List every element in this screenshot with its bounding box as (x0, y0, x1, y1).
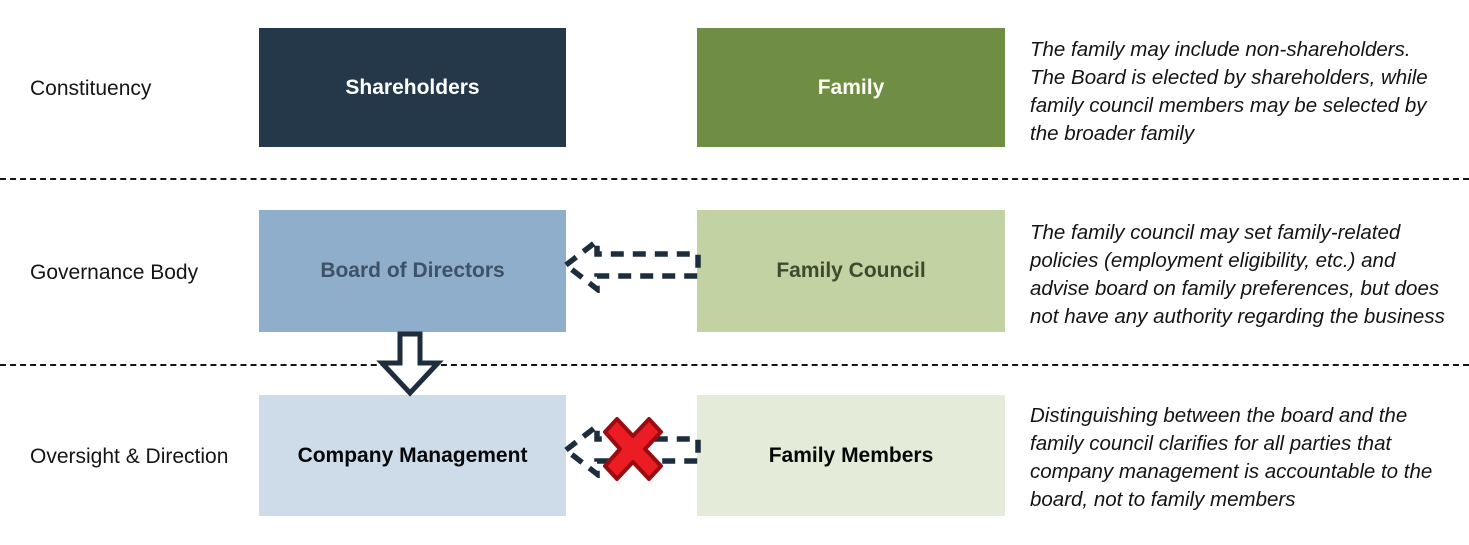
annotation-line: The family council may set family-relate… (1030, 221, 1401, 244)
section-divider-top (0, 178, 1469, 180)
row-label-governance-body: Governance Body (30, 261, 199, 284)
annotation-line: family council clarifies for all parties… (1030, 432, 1392, 455)
red-x-icon (603, 417, 663, 481)
annotation-line: Distinguishing between the board and the (1030, 404, 1408, 427)
box-shareholders: Shareholders (259, 28, 566, 147)
annotation-line: company management is accountable to the (1030, 460, 1433, 483)
row-label-oversight-direction: Oversight & Direction (30, 445, 229, 468)
box-family-council: Family Council (697, 210, 1005, 332)
annotation-constituency: The family may include non-shareholders.… (1030, 36, 1460, 148)
annotation-line: the broader family (1030, 122, 1195, 145)
annotation-line: not have any authority regarding the bus… (1030, 305, 1445, 328)
box-company-management: Company Management (259, 395, 566, 516)
annotation-line: advise board on family preferences, but … (1030, 277, 1440, 300)
dashed-left-arrow-icon (563, 237, 701, 293)
box-family-members: Family Members (697, 395, 1005, 516)
row-label-constituency: Constituency (30, 77, 152, 100)
annotation-governance-body: The family council may set family-relate… (1030, 219, 1460, 331)
box-family: Family (697, 28, 1005, 147)
annotation-line: The Board is elected by shareholders, wh… (1030, 66, 1428, 89)
annotation-oversight-direction: Distinguishing between the board and the… (1030, 402, 1460, 514)
annotation-line: family council members may be selected b… (1030, 94, 1427, 117)
section-divider-bottom (0, 364, 1469, 366)
annotation-line: board, not to family members (1030, 488, 1296, 511)
dashed-left-arrow-blocked-icon (563, 422, 701, 478)
annotation-line: policies (employment eligibility, etc.) … (1030, 249, 1396, 272)
annotation-line: The family may include non-shareholders. (1030, 38, 1411, 61)
box-board-of-directors: Board of Directors (259, 210, 566, 332)
down-arrow-icon (376, 331, 444, 397)
